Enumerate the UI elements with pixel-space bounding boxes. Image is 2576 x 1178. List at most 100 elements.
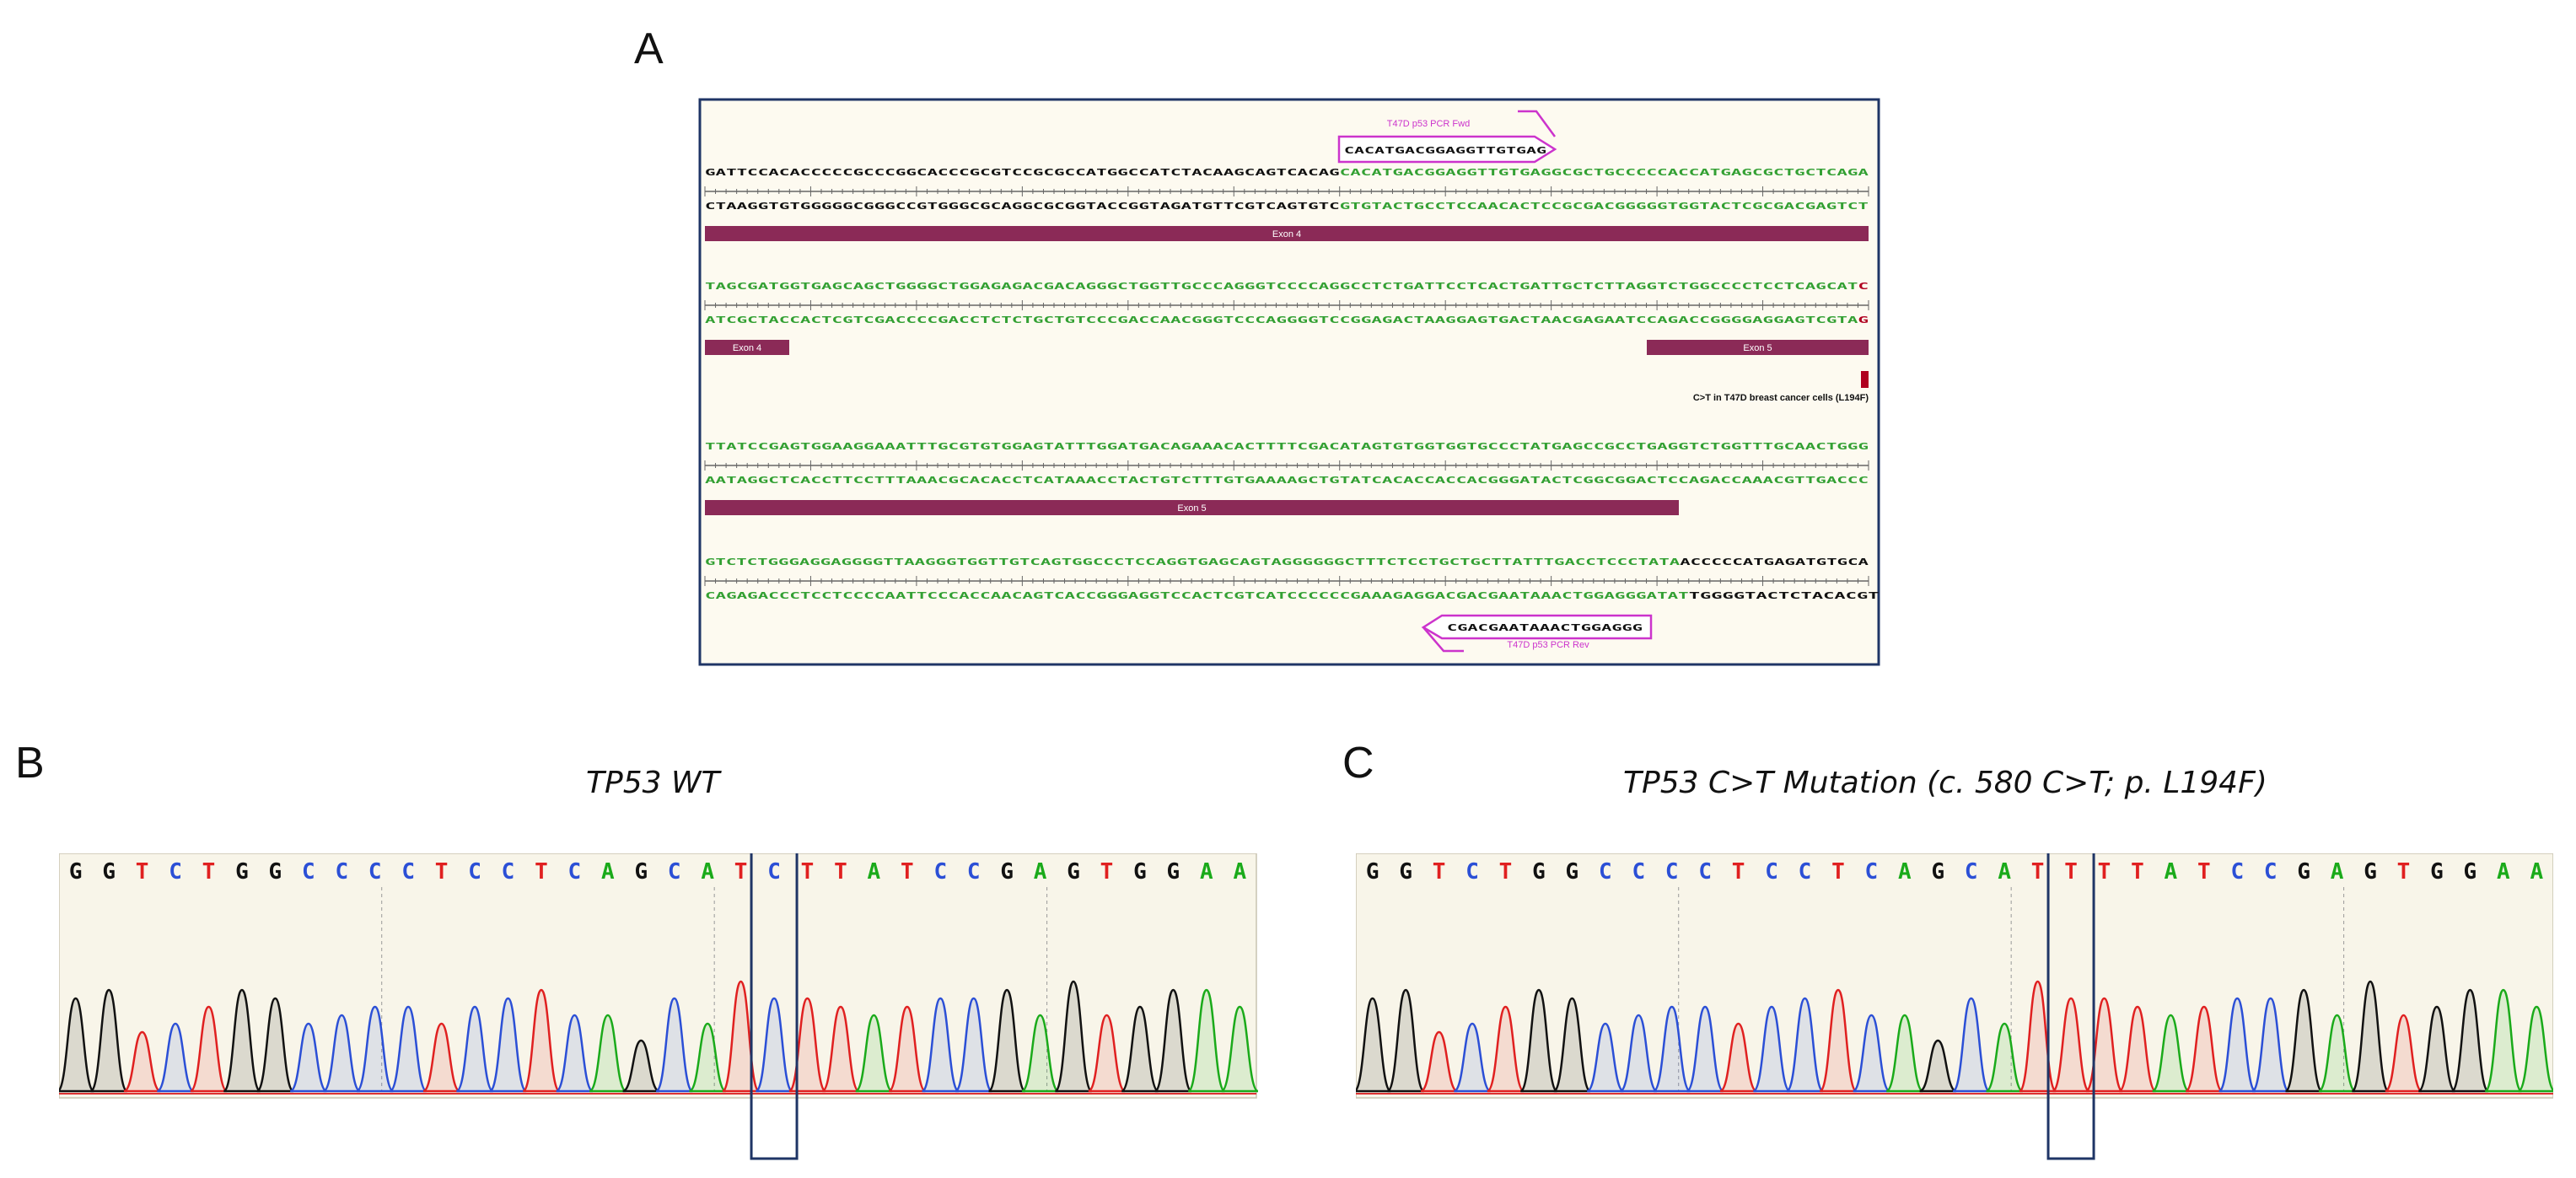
trace-peak — [2351, 980, 2390, 1093]
base-call: T — [2397, 859, 2411, 885]
trace-peak — [455, 1005, 494, 1093]
trace-peak — [622, 1039, 660, 1093]
exon-bar — [1647, 340, 1869, 355]
sequence-bottom-strand: CAGAGACCCTCCTCCCCAATTCCCACCAACAGTCACCGGG… — [705, 590, 1689, 601]
trace-peak — [1752, 1005, 1791, 1093]
base-call: G — [2430, 859, 2444, 885]
trace-peak — [688, 1022, 727, 1093]
base-call: C — [1765, 859, 1778, 885]
trace-peak — [356, 1005, 395, 1093]
base-call: C — [1698, 859, 1712, 885]
trace-peak — [190, 1005, 228, 1093]
trace-title-wt: TP53 WT — [586, 766, 720, 800]
base-call: G — [102, 859, 116, 885]
base-call: C — [1632, 859, 1645, 885]
sequence-top-strand: GATTCCACACCCCCGCCCGGCACCCGCGTCCGCGCCATGG… — [705, 167, 1340, 178]
chromatogram-background — [59, 853, 1257, 1099]
trace-peak — [1686, 1005, 1724, 1093]
base-call: C — [1799, 859, 1812, 885]
base-call: G — [1366, 859, 1379, 885]
trace-peak — [1088, 1014, 1126, 1093]
exon-bar-label: Exon 5 — [1177, 503, 1206, 514]
base-call: T — [2031, 859, 2045, 885]
trace-peak — [389, 1005, 428, 1093]
trace-peak — [1951, 997, 1991, 1093]
trace-peak — [1985, 1022, 2024, 1093]
trace-peak — [59, 997, 95, 1093]
trace-peak — [1054, 980, 1093, 1093]
trace-peak — [2018, 980, 2057, 1093]
trace-peak — [2185, 1005, 2224, 1093]
base-call: A — [1034, 859, 1047, 885]
base-call: G — [2464, 859, 2477, 885]
primer-fwd-label: T47D p53 PCR Fwd — [1387, 119, 1470, 129]
sequence-bottom-strand: ATCGCTACCACTCGTCGACCCCGACCTCTCTGCTGTCCCG… — [705, 315, 1858, 325]
base-call: T — [1100, 859, 1114, 885]
base-call: C — [2230, 859, 2244, 885]
base-call: C — [2264, 859, 2278, 885]
trace-peak — [1220, 1005, 1259, 1093]
trace-peak — [821, 1005, 860, 1093]
base-call: T — [734, 859, 748, 885]
base-call: T — [2197, 859, 2211, 885]
trace-peak — [2483, 988, 2523, 1093]
trace-peak — [1487, 1005, 1525, 1093]
primer-rev-label: T47D p53 PCR Rev — [1507, 640, 1589, 650]
base-call: G — [2297, 859, 2310, 885]
sequence-map-figure: GATTCCACACCCCCGCCCGGCACCCGCGTCCGCGCCATGG… — [698, 98, 1880, 666]
sequence-top-strand: GTCTCTGGGAGGAGGGGTTAAGGGTGGTTGTCAGTGGCCC… — [705, 557, 1681, 567]
trace-peak — [2385, 1014, 2423, 1093]
mutation-marker — [1861, 371, 1869, 388]
base-call: A — [2530, 859, 2543, 885]
primer-fwd-arrow — [1337, 135, 1557, 164]
base-call: T — [901, 859, 914, 885]
base-call: A — [1200, 859, 1213, 885]
base-call: C — [302, 859, 315, 885]
trace-peak — [556, 1014, 594, 1093]
base-call: G — [1067, 859, 1080, 885]
trace-peak — [1519, 988, 1558, 1093]
sequence-bottom-strand-intron: TGGGGTACTCTACACGT — [1689, 590, 1880, 601]
trace-peak — [255, 997, 295, 1093]
trace-peak — [1420, 1030, 1458, 1093]
base-call: T — [1732, 859, 1745, 885]
base-call: C — [568, 859, 582, 885]
base-call: C — [1465, 859, 1479, 885]
trace-peak — [1121, 1005, 1159, 1093]
base-call: C — [1665, 859, 1679, 885]
trace-peak — [1785, 997, 1825, 1093]
trace-peak — [888, 1005, 927, 1093]
base-call: C — [335, 859, 348, 885]
trace-peak — [1719, 1022, 1757, 1093]
trace-peak — [1619, 1014, 1658, 1093]
base-call: T — [435, 859, 449, 885]
base-call: C — [933, 859, 947, 885]
trace-peak — [522, 988, 561, 1093]
trace-peak — [921, 997, 960, 1093]
base-call: T — [834, 859, 847, 885]
trace-peak — [1356, 997, 1392, 1093]
primer-rev-arrow — [1421, 614, 1653, 640]
base-call: A — [701, 859, 714, 885]
trace-peak — [1552, 997, 1592, 1093]
trace-peak — [488, 997, 528, 1093]
trace-peak — [422, 1022, 460, 1093]
sequence-map-frame — [698, 98, 1880, 666]
trace-peak — [322, 1014, 361, 1093]
base-call: A — [868, 859, 881, 885]
trace-peak — [2118, 1005, 2157, 1093]
panel-label-a: A — [634, 24, 664, 73]
base-call: T — [1499, 859, 1513, 885]
trace-peak — [2417, 1005, 2456, 1093]
base-call: C — [169, 859, 182, 885]
trace-peak — [2152, 1014, 2190, 1093]
trace-peak — [1819, 988, 1858, 1093]
base-call: C — [401, 859, 415, 885]
base-call: T — [136, 859, 149, 885]
sequence-top-strand: TAGCGATGGTGAGCAGCTGGGGCTGGAGAGACGACAGGGC… — [705, 281, 1858, 292]
trace-peak — [2251, 997, 2290, 1093]
base-call: G — [1566, 859, 1579, 885]
base-call: C — [1865, 859, 1879, 885]
